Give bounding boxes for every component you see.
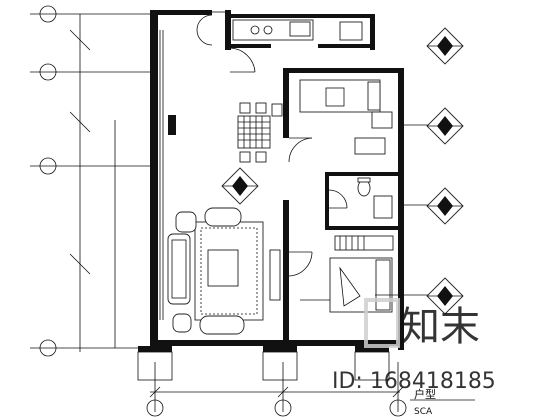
entry-door — [229, 47, 256, 73]
leader-lines — [300, 124, 428, 301]
plan-scale-label: SCA — [414, 407, 433, 417]
living-tv-cabinet — [269, 249, 281, 301]
armchairs — [172, 207, 245, 335]
index-marker-5 — [426, 277, 464, 315]
index-marker-3 — [221, 167, 259, 205]
watermark: 知末 ID: 168418185 — [332, 298, 496, 394]
watermark-id-text: ID: 168418185 — [332, 369, 496, 394]
index-marker-2 — [426, 107, 464, 145]
grid-bubble-a — [39, 5, 57, 23]
bedroom-1 — [288, 79, 393, 163]
sofa — [167, 233, 191, 305]
bedroom-2 — [288, 235, 394, 313]
tv-console — [168, 115, 176, 135]
kitchen — [196, 11, 363, 46]
plan-title: 户型 — [414, 387, 436, 401]
grid-bubble-d — [39, 339, 57, 357]
grid-bubble-1 — [146, 399, 164, 417]
grid-bubble-c — [39, 157, 57, 175]
grid-bubble-b — [39, 63, 57, 81]
walls — [137, 10, 404, 381]
living-rug — [194, 221, 264, 321]
index-marker-1 — [426, 27, 464, 65]
watermark-logo: 知末 — [364, 298, 480, 350]
grid-bubble-2 — [274, 399, 292, 417]
index-marker-4 — [426, 187, 464, 225]
grid-bubble-3 — [389, 399, 407, 417]
plan-title-block: 户型 SCA — [410, 387, 475, 417]
watermark-logo-text: 知末 — [400, 304, 480, 350]
bottom-dimension-chain — [149, 362, 404, 412]
dining-table — [237, 102, 283, 163]
left-window — [159, 30, 164, 320]
bathroom — [328, 177, 393, 219]
left-dimension-chain — [30, 13, 150, 352]
